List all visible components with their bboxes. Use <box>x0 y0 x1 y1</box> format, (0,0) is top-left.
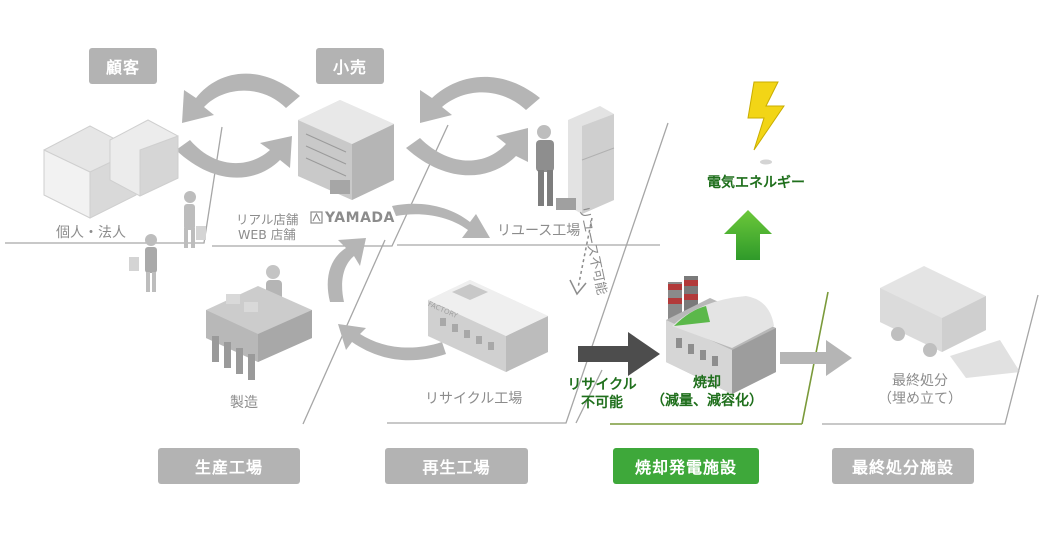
label-web-store: WEB 店舗 <box>238 227 296 242</box>
recycle-factory-illustration <box>428 280 548 372</box>
manufacturing-illustration <box>206 265 312 380</box>
divider-lines <box>5 122 1039 425</box>
label-real-store: リアル店舗 <box>236 212 299 227</box>
label-final-disposal-line2: （埋め立て） <box>878 391 962 407</box>
yamada-logo <box>310 211 323 224</box>
label-incineration-line2: （減量、減容化） <box>651 393 763 409</box>
category-customer: 顧客 <box>89 48 157 84</box>
final-disposal-truck-illustration <box>880 266 1020 378</box>
cycle-arrows <box>176 73 852 376</box>
shoppers-illustration <box>129 191 206 292</box>
category-final-disposal-facility: 最終処分施設 <box>832 448 974 484</box>
customer-buildings-illustration <box>43 119 179 219</box>
category-retail: 小売 <box>316 48 384 84</box>
energy-up-arrow-icon <box>724 210 772 260</box>
retail-store-illustration <box>298 100 394 200</box>
label-recycle-factory: リサイクル工場 <box>425 391 523 407</box>
label-recycle-impossible-line1: リサイクル <box>567 377 637 393</box>
label-final-disposal-line1: 最終処分 <box>892 373 948 389</box>
label-reuse-factory: リユース工場 <box>497 223 581 239</box>
reuse-to-recycle-dashed-arrow <box>569 217 593 296</box>
reuse-worker-illustration <box>536 106 615 214</box>
label-electric-energy: 電気エネルギー <box>707 175 805 191</box>
label-yamada: YAMADA <box>325 210 395 226</box>
label-manufacturing: 製造 <box>230 395 258 411</box>
category-incineration-power-plant: 焼却発電施設 <box>613 448 759 484</box>
incineration-plant-illustration <box>666 276 776 394</box>
recycle-impossible-arrow <box>578 332 660 376</box>
label-individual-corporate: 個人・法人 <box>56 225 126 241</box>
category-production-factory: 生産工場 <box>158 448 300 484</box>
label-incineration-line1: 焼却 <box>693 375 721 391</box>
category-recycling-factory: 再生工場 <box>385 448 528 484</box>
label-recycle-impossible-line2: 不可能 <box>581 395 623 411</box>
lightning-bolt-icon <box>747 81 785 165</box>
